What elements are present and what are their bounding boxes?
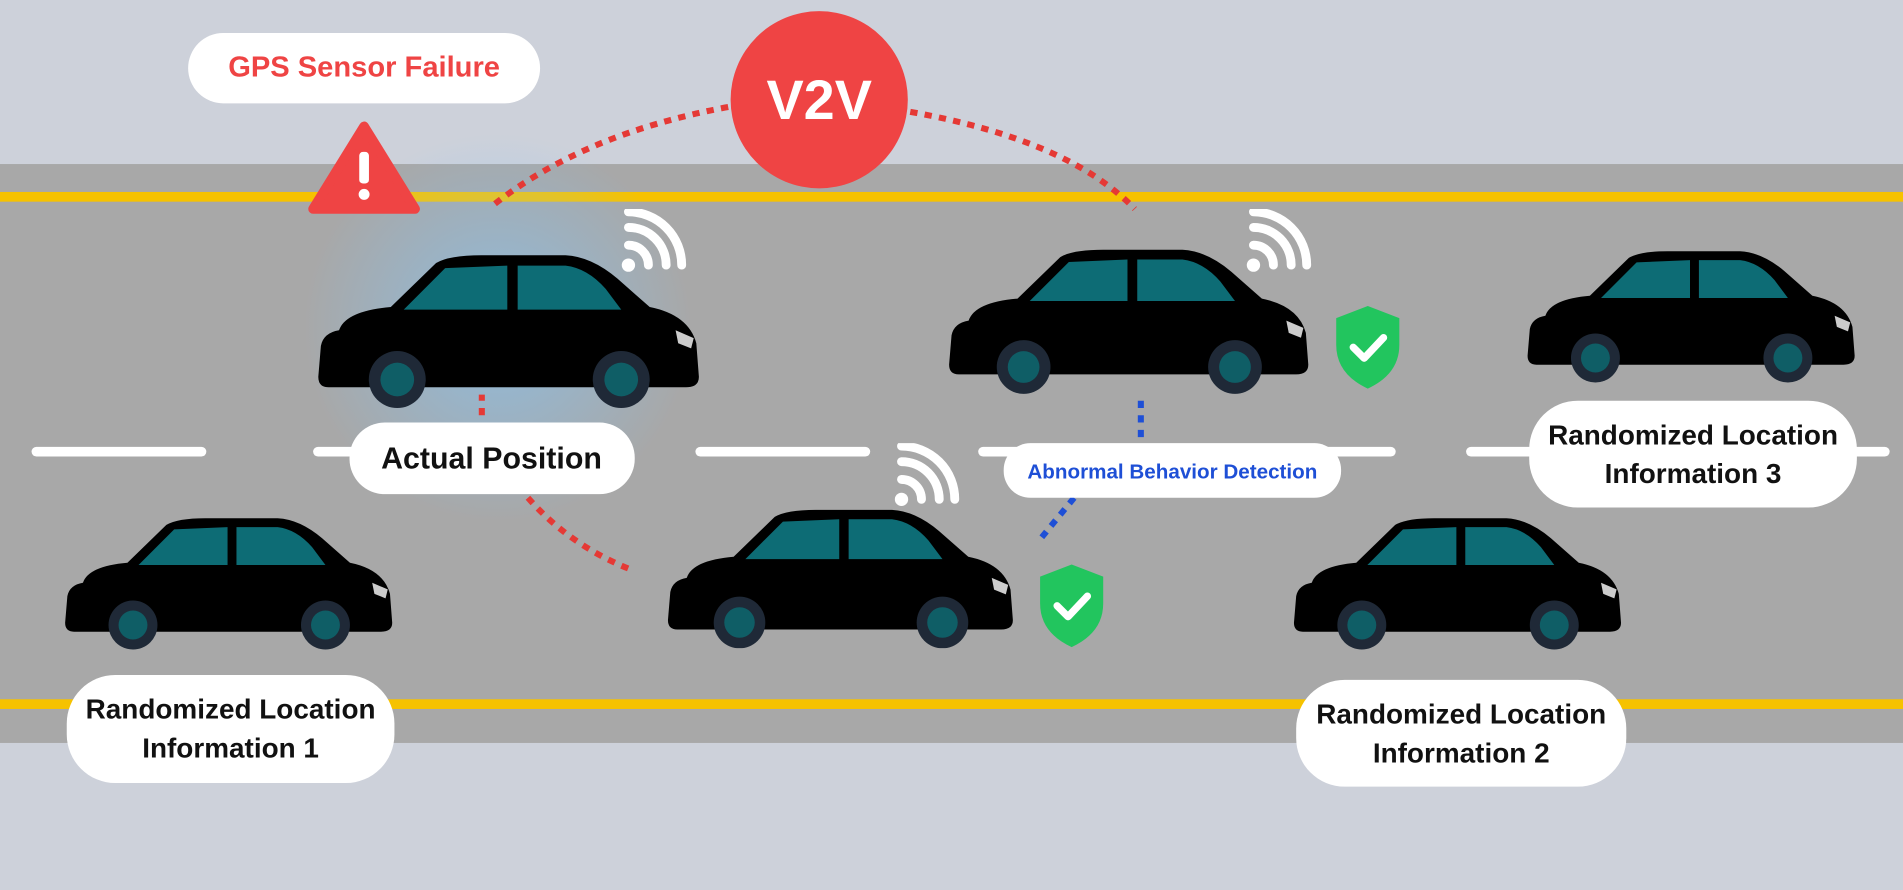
v2v-badge <box>730 11 908 189</box>
svg-text:Randomized Location: Randomized Location <box>1548 419 1838 450</box>
random-location-3: Randomized Location Information 3 <box>1529 400 1857 508</box>
abnormal-detection-label: Abnormal Behavior Detection <box>1027 460 1317 483</box>
svg-text:Information 2: Information 2 <box>1373 737 1550 768</box>
lane-line-top <box>0 191 1903 202</box>
lane-line-bottom <box>0 699 1903 709</box>
svg-text:Information 1: Information 1 <box>142 733 319 764</box>
svg-text:Information 3: Information 3 <box>1605 458 1782 489</box>
v2v-arrows <box>478 104 1144 574</box>
v2v-label: V2V <box>766 68 871 131</box>
svg-text:Randomized Location: Randomized Location <box>86 694 376 725</box>
gps-failure-label: GPS Sensor Failure <box>228 52 500 84</box>
actual-position-label: Actual Position <box>381 443 602 476</box>
svg-text:Randomized Location: Randomized Location <box>1316 699 1606 730</box>
random-location-2: Randomized Location Information 2 <box>1296 679 1627 787</box>
warning-icon <box>308 121 420 214</box>
random-location-1: Randomized Location Information 1 <box>66 674 395 784</box>
